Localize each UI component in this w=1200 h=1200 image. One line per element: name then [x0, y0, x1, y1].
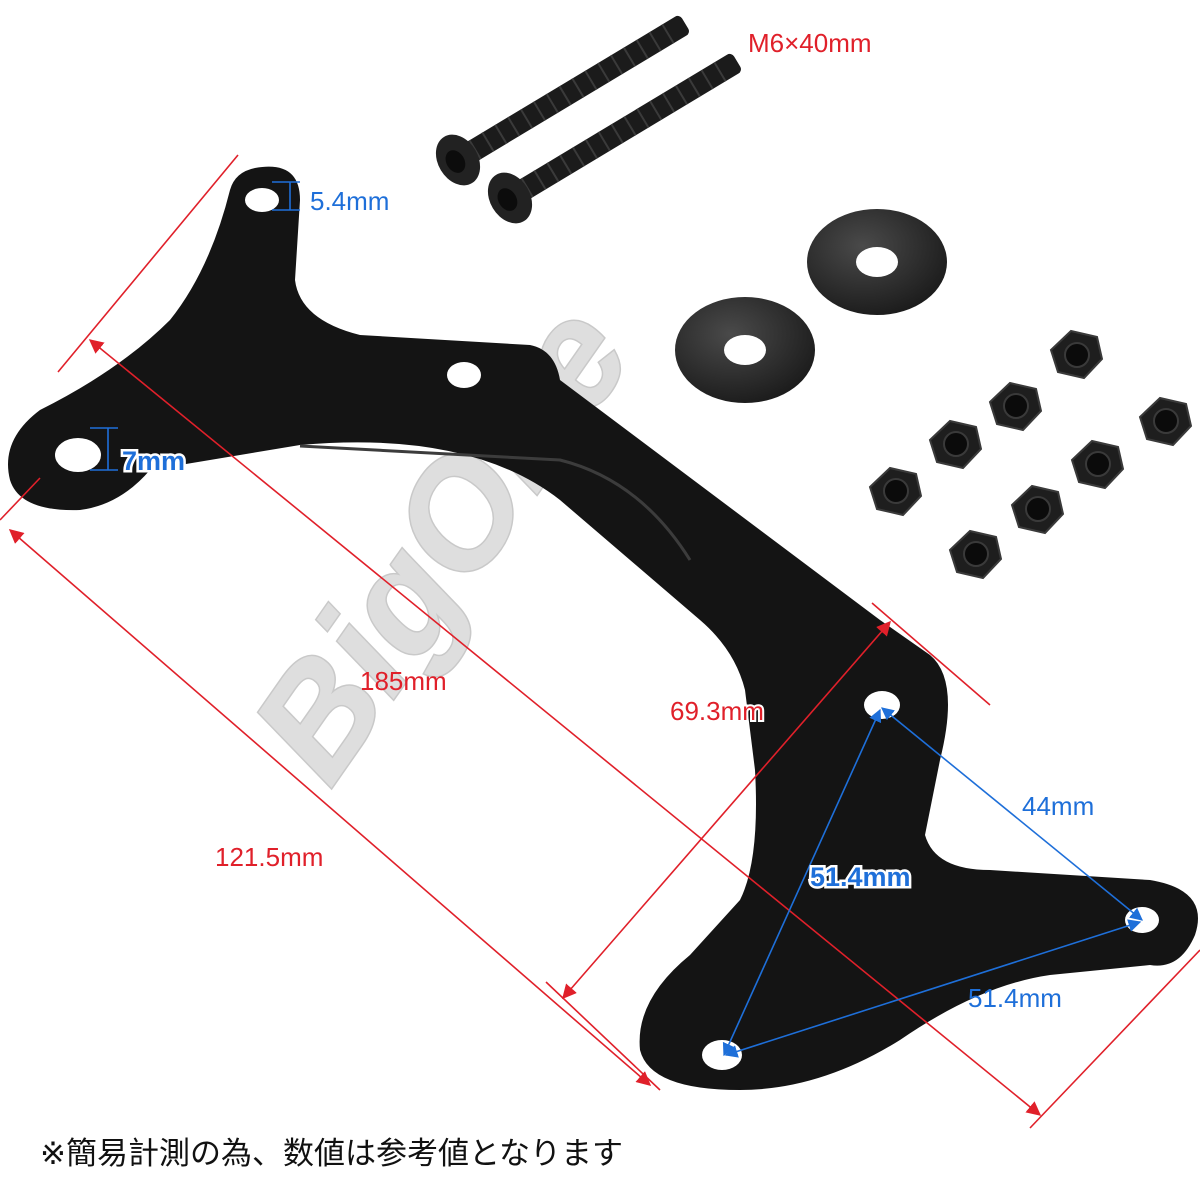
triangle-left-label: 51.4mm — [810, 862, 911, 892]
right-width-label: 69.3mm — [670, 696, 764, 726]
bolt-spec-label: M6×40mm — [748, 28, 872, 58]
right-upper-hole — [864, 691, 900, 719]
bolts — [435, 15, 741, 224]
top-hole-label: 5.4mm — [310, 186, 389, 216]
triangle-top-right-label: 44mm — [1022, 791, 1094, 821]
nuts — [868, 329, 1193, 580]
bolt-2 — [487, 53, 741, 224]
blue-dimension-lines — [90, 181, 1143, 1058]
measurement-footnote: ※簡易計測の為、数値は参考値となります — [40, 1136, 624, 1172]
middle-hole — [447, 362, 481, 388]
left-hole — [55, 438, 101, 472]
triangle-bottom-label: 51.4mm — [968, 983, 1062, 1013]
left-hole-label: 7mm — [122, 446, 185, 476]
bolt-1 — [435, 15, 689, 186]
washers — [675, 209, 947, 403]
top-hole — [245, 188, 279, 212]
left-span-label: 121.5mm — [215, 842, 323, 872]
overall-length-label: 185mm — [360, 666, 447, 696]
bottom-hole — [702, 1040, 742, 1070]
